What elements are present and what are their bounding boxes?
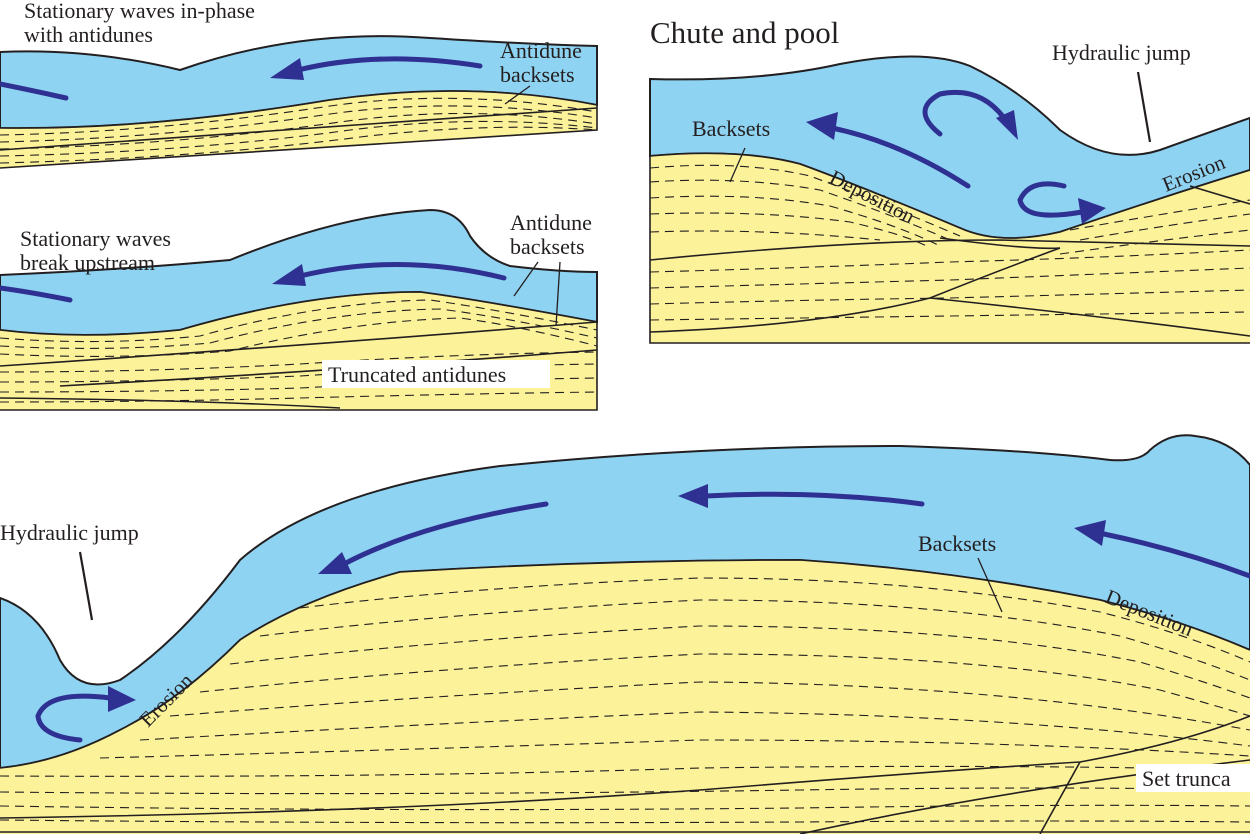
panel4-laminae bbox=[0, 577, 1250, 824]
panel3-bed-boundary-2 bbox=[939, 237, 1061, 250]
panel4-eddy bbox=[35, 693, 113, 743]
panel4-set-truncation-label: Set trunca bbox=[1142, 766, 1231, 791]
panel2-laminae bbox=[0, 299, 598, 403]
panel3-bed-boundary-1 bbox=[649, 239, 1250, 261]
panel1-flow-arrow bbox=[295, 56, 483, 73]
panel-chute-and-pool: Chute and pool Hydraulic jump Backsets D… bbox=[649, 15, 1250, 344]
panel4-flow-arrow-middle bbox=[703, 491, 925, 507]
panel4-hydraulic-jump-label: Hydraulic jump bbox=[0, 520, 139, 545]
panel2-outline bbox=[0, 291, 598, 411]
panel3-bed-boundary-3 bbox=[649, 247, 1061, 333]
panel3-sand-top bbox=[649, 152, 1250, 239]
panel4-flow-arrow-right bbox=[1101, 531, 1250, 579]
panel4-flow-arrow-left bbox=[341, 501, 549, 567]
panel3-bed-boundary-5 bbox=[1189, 185, 1250, 205]
panel2-title-line1: Stationary waves bbox=[20, 226, 171, 251]
panel4-backsets-leader bbox=[977, 557, 1003, 613]
panel2-bed-boundary-3 bbox=[0, 397, 341, 409]
panel1-laminae bbox=[0, 97, 598, 164]
panel2-backsets-leader-2 bbox=[555, 261, 561, 327]
panel3-flow-arrowhead-backsets bbox=[806, 112, 838, 140]
panel1-backsets-leader bbox=[504, 85, 531, 105]
panel2-backsets-label-line2: backsets bbox=[510, 234, 585, 259]
panel3-eddy-upper bbox=[922, 89, 1007, 137]
panel1-backsets-label-line2: backsets bbox=[500, 62, 575, 87]
panel4-bed-boundary-2 bbox=[1039, 761, 1081, 834]
panel3-flow-arrow-backsets bbox=[829, 125, 971, 189]
panel2-backsets-leader-1 bbox=[513, 261, 539, 297]
panel1-title-line1: Stationary waves in-phase bbox=[24, 0, 255, 23]
panel3-eddy-lower-head bbox=[1078, 198, 1106, 224]
panel-bottom-hydraulic-jump: Hydraulic jump Backsets Deposition Erosi… bbox=[0, 434, 1250, 834]
panel3-eddy-upper-head bbox=[996, 110, 1018, 140]
panel3-backsets-leader bbox=[729, 147, 746, 183]
panel3-title: Chute and pool bbox=[650, 15, 839, 50]
panel1-flow-arrow-left bbox=[0, 81, 69, 101]
panel2-title-line2: break upstream bbox=[20, 250, 155, 275]
panel4-flow-arrowhead-right bbox=[1074, 520, 1106, 546]
panel4-flow-arrowhead-left bbox=[318, 552, 352, 574]
panel3-bed-boundary-4 bbox=[929, 297, 1250, 337]
panel-stationary-waves-in-phase: Stationary waves in-phase with antidunes… bbox=[0, 0, 598, 169]
panel4-sand bbox=[0, 560, 1250, 834]
panel3-backsets-label: Backsets bbox=[692, 116, 770, 141]
panel2-flow-arrowhead bbox=[272, 264, 306, 286]
panel2-flow-arrow-left bbox=[0, 285, 73, 303]
panel1-title-line2: with antidunes bbox=[24, 22, 153, 47]
panel1-flow-arrowhead bbox=[270, 58, 304, 80]
panel1-backsets-label-line1: Antidune bbox=[500, 38, 582, 63]
panel-stationary-waves-break: Stationary waves break upstream Antidune… bbox=[0, 208, 598, 411]
panel4-sand-top bbox=[0, 559, 1250, 769]
panel4-eddy-head bbox=[108, 686, 136, 712]
panel4-flow-arrowhead-middle bbox=[678, 484, 708, 508]
panel4-backsets-label: Backsets bbox=[918, 531, 996, 556]
panel1-bed-boundary bbox=[0, 107, 598, 151]
panel3-outline bbox=[649, 156, 1250, 344]
panel3-eddy-lower bbox=[1017, 181, 1085, 218]
panel2-flow-arrow bbox=[297, 261, 507, 281]
panel4-set-truncation-bg bbox=[1136, 764, 1250, 792]
panel2-truncated-label: Truncated antidunes bbox=[328, 362, 506, 387]
panel3-hydraulic-jump-leader bbox=[1136, 71, 1152, 143]
panel4-hydraulic-jump-leader bbox=[78, 551, 94, 621]
panel3-sand bbox=[650, 153, 1250, 343]
panel2-backsets-label-line1: Antidune bbox=[510, 210, 592, 235]
panel2-truncated-label-bg bbox=[322, 360, 550, 388]
panel2-bed-boundary-1 bbox=[0, 321, 598, 367]
panel3-hydraulic-jump-label: Hydraulic jump bbox=[1052, 40, 1191, 65]
panel1-base bbox=[0, 90, 598, 169]
panel4-bed-boundary-1 bbox=[0, 715, 1250, 819]
panel3-laminae bbox=[649, 164, 1250, 321]
